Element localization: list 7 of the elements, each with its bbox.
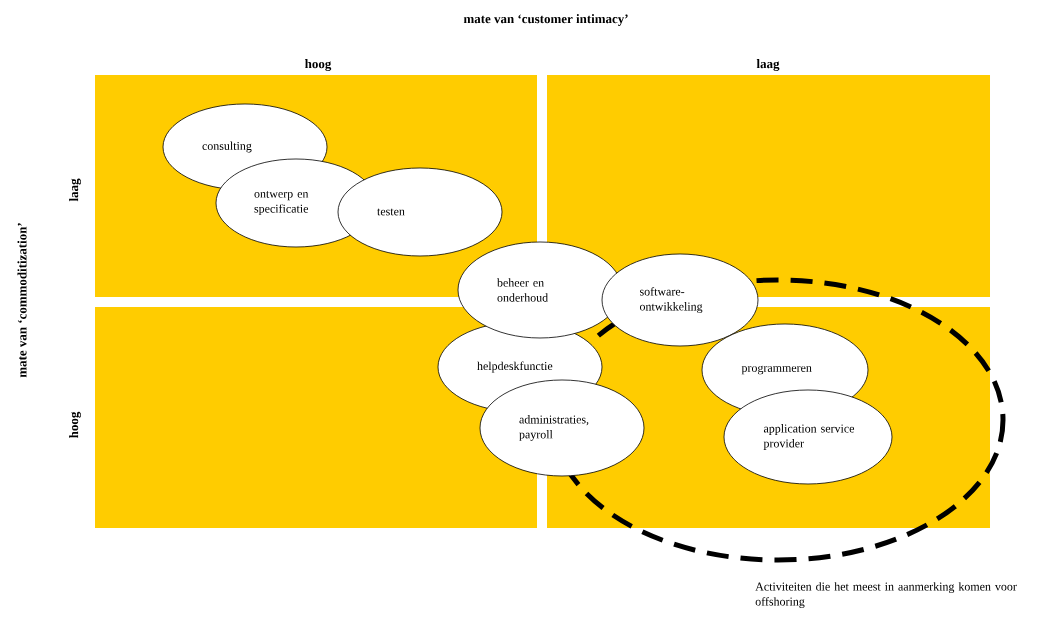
title: mate van ‘customer intimacy’ [463,14,628,26]
row-header: laag [69,178,81,202]
row-header: hoog [69,411,81,438]
column-header: hoog [305,59,332,71]
quadrant [547,75,990,297]
axis-title: mate van ‘commoditization’ [17,223,27,378]
group-label: Activiteiten die het meest in aanmerking komen voor offshoring [755,582,1017,608]
